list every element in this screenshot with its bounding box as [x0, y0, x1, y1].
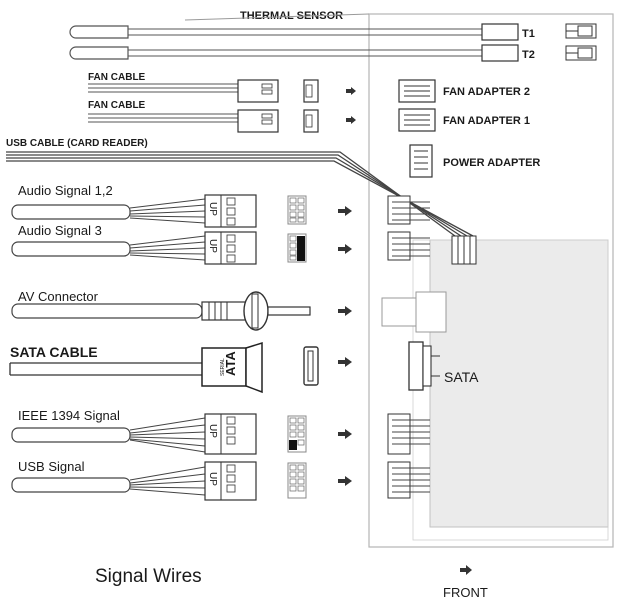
sata-plug-small-text: SERIAL [220, 358, 226, 376]
av-connector: AV Connector [11, 289, 447, 333]
connector-up-label: UP [207, 424, 218, 438]
pin-header [287, 233, 307, 263]
fan-cable-2-label: FAN CABLE [88, 100, 146, 111]
direction-arrow-icon [346, 116, 356, 124]
front-direction-legend: FRONT [443, 565, 488, 600]
power-adapter: POWER ADAPTER [409, 144, 540, 178]
direction-arrow-icon [460, 565, 472, 575]
av-connector-label: AV Connector [18, 289, 99, 304]
sata-plug-text: ATA [223, 351, 238, 376]
fan-cable-1-label: FAN CABLE [88, 72, 146, 83]
fan-adapter-2-label: FAN ADAPTER 2 [443, 86, 530, 98]
t1-label: T1 [522, 28, 535, 40]
direction-arrow-icon [338, 244, 352, 254]
thermal-probe-1: T1 [69, 23, 597, 41]
signal-wires-title: Signal Wires [95, 566, 202, 587]
direction-arrow-icon [346, 87, 356, 95]
power-adapter-label: POWER ADAPTER [443, 157, 540, 169]
fan-cable-1: FAN CABLE FAN ADAPTER 2 [88, 72, 530, 103]
thermal-probe-2: T2 [69, 44, 597, 62]
connector-up-label: UP [207, 202, 218, 216]
usb-signal-label: USB Signal [18, 459, 85, 474]
thermal-sensor-label: THERMAL SENSOR [240, 10, 343, 22]
audio-signal-3-label: Audio Signal 3 [18, 223, 102, 238]
t2-label: T2 [522, 49, 535, 61]
usb-signal: USB Signal UP [11, 459, 430, 501]
pin-header [287, 462, 307, 499]
thermal-sensor: THERMAL SENSOR T1 T2 [69, 10, 597, 62]
front-panel [368, 13, 614, 548]
audio-signal-3: Audio Signal 3 UP [11, 223, 430, 265]
front-label: FRONT [443, 585, 488, 600]
sata-cable: SATA CABLE ATA SERIAL SATA [9, 341, 479, 394]
direction-arrow-icon [338, 306, 352, 316]
pin-header [287, 415, 307, 453]
direction-arrow-icon [338, 476, 352, 486]
fan-cable-2: FAN CABLE FAN ADAPTER 1 [88, 100, 530, 133]
sata-label: SATA [444, 369, 479, 385]
ieee-1394-label: IEEE 1394 Signal [18, 408, 120, 423]
direction-arrow-icon [338, 357, 352, 367]
sata-cable-label: SATA CABLE [10, 344, 98, 360]
direction-arrow-icon [338, 429, 352, 439]
connector-up-label: UP [207, 472, 218, 486]
ieee-1394-signal: IEEE 1394 Signal UP [11, 408, 430, 455]
pin-header [287, 195, 307, 225]
direction-arrow-icon [338, 206, 352, 216]
blocked-pin [289, 440, 297, 450]
connector-up-label: UP [207, 239, 218, 253]
blocked-pin [297, 236, 305, 261]
audio-signal-12-label: Audio Signal 1,2 [18, 183, 113, 198]
audio-signal-12: Audio Signal 1,2 UP [11, 183, 430, 228]
usb-card-reader-label: USB CABLE (CARD READER) [6, 138, 148, 149]
fan-adapter-1-label: FAN ADAPTER 1 [443, 115, 530, 127]
